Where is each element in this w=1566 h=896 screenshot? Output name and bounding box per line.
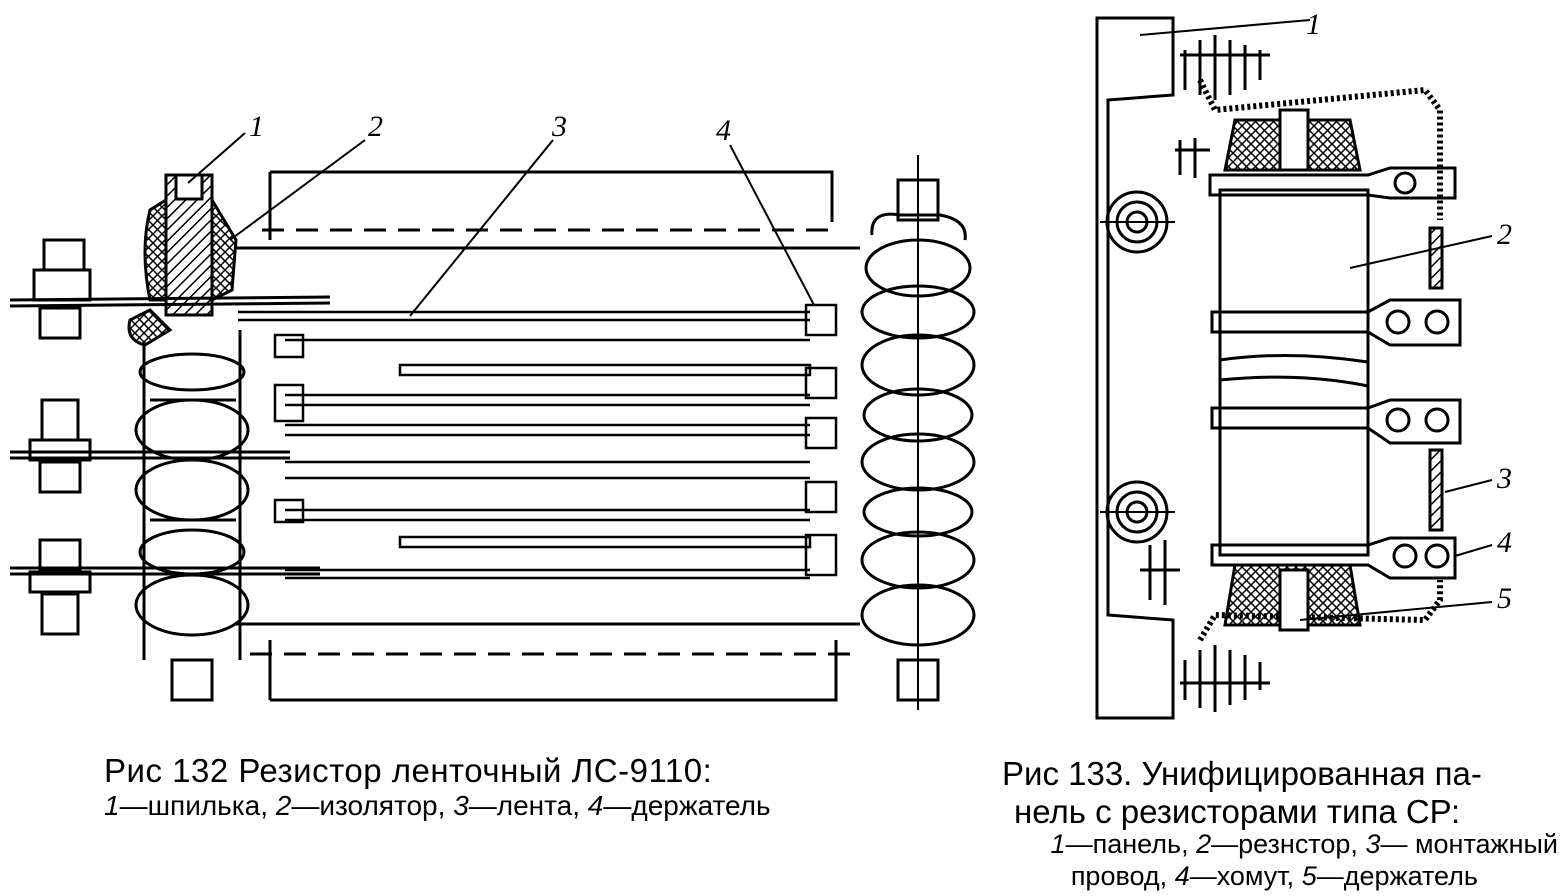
fig132-top-frame (270, 170, 834, 222)
fig133-drawing (1095, 16, 1493, 720)
fig133-callout-numbers: 1 2 3 4 5 (1306, 8, 1512, 615)
fig132-callout-numbers: 1 2 3 4 (249, 110, 731, 147)
fig133-callout-2: 2 (1497, 218, 1512, 251)
fig133-legend-text-3: — монтажный (1380, 829, 1558, 859)
fig133-caption-legend-line1: 1—панель, 2—резнстор, 3— монтажный (1051, 829, 1558, 860)
fig133-legend-text-1: —панель, (1065, 829, 1197, 859)
fig133-legend-num-5: 5 (1301, 861, 1317, 891)
fig133-caption-legend-line2: провод, 4—хомут, 5—держатель (1071, 861, 1478, 892)
fig132-ribbon-lines (238, 303, 838, 580)
fig133-legend-text-5: —держатель (1316, 861, 1478, 891)
fig133-legend-num-3: 3 (1365, 829, 1381, 859)
fig133-legend-text-4: —хомут, (1189, 861, 1302, 891)
fig133-legend-num-4: 4 (1174, 861, 1190, 891)
fig133-callout-1: 1 (1306, 8, 1321, 41)
fig132-drawing (9, 132, 976, 710)
fig133-legend-num-1: 1 (1050, 829, 1066, 859)
technical-drawings: 1 2 3 4 (9, 8, 1512, 720)
fig132-legend-num-4: 4 (587, 790, 604, 821)
fig133-caption-title-line1: Рис 133. Унифицированная па- (1002, 755, 1482, 792)
fig132-right-insulator (860, 155, 976, 710)
fig132-left-insulator (127, 173, 250, 702)
fig132-callout-3: 3 (551, 110, 567, 143)
fig132-legend-num-2: 2 (275, 790, 292, 821)
fig133-caption-title-line2: нель с резисторами типа СР: (1014, 793, 1461, 830)
fig132-terminals (9, 238, 331, 636)
fig133-legend-num-2: 2 (1196, 829, 1212, 859)
fig133-callout-4: 4 (1497, 526, 1512, 559)
fig132-callout-2: 2 (368, 110, 383, 143)
fig132-bottom-frame (270, 640, 838, 702)
fig132-leaders (187, 132, 815, 317)
fig133-resistor-tube (1218, 188, 1370, 557)
fig133-leaders (1139, 19, 1493, 621)
fig132-legend-num-3: 3 (453, 790, 469, 821)
fig133-legend-text-wire: провод, (1070, 861, 1175, 891)
fig133-callout-3: 3 (1496, 462, 1512, 495)
fig132-caption-legend: 1—шпилька, 2—изолятор, 3—лента, 4—держат… (104, 790, 771, 822)
fig132-callout-4: 4 (716, 114, 731, 147)
fig132-legend-text-2: —изолятор, (291, 790, 454, 821)
fig133-legend-text-2: —резнстор, (1211, 829, 1366, 859)
fig133-panel (1095, 16, 1175, 720)
fig132-callout-1: 1 (249, 110, 264, 143)
fig132-legend-num-1: 1 (104, 790, 120, 821)
fig132-legend-text-3: —лента, (468, 790, 588, 821)
fig132-legend-text-4: —держатель (603, 790, 771, 821)
fig132-caption-title: Рис 132 Резистор ленточный ЛС-9110: (104, 752, 713, 789)
fig132-legend-text-1: —шпилька, (119, 790, 276, 821)
fig133-clamps (1208, 166, 1462, 580)
fig133-callout-5: 5 (1497, 582, 1512, 615)
